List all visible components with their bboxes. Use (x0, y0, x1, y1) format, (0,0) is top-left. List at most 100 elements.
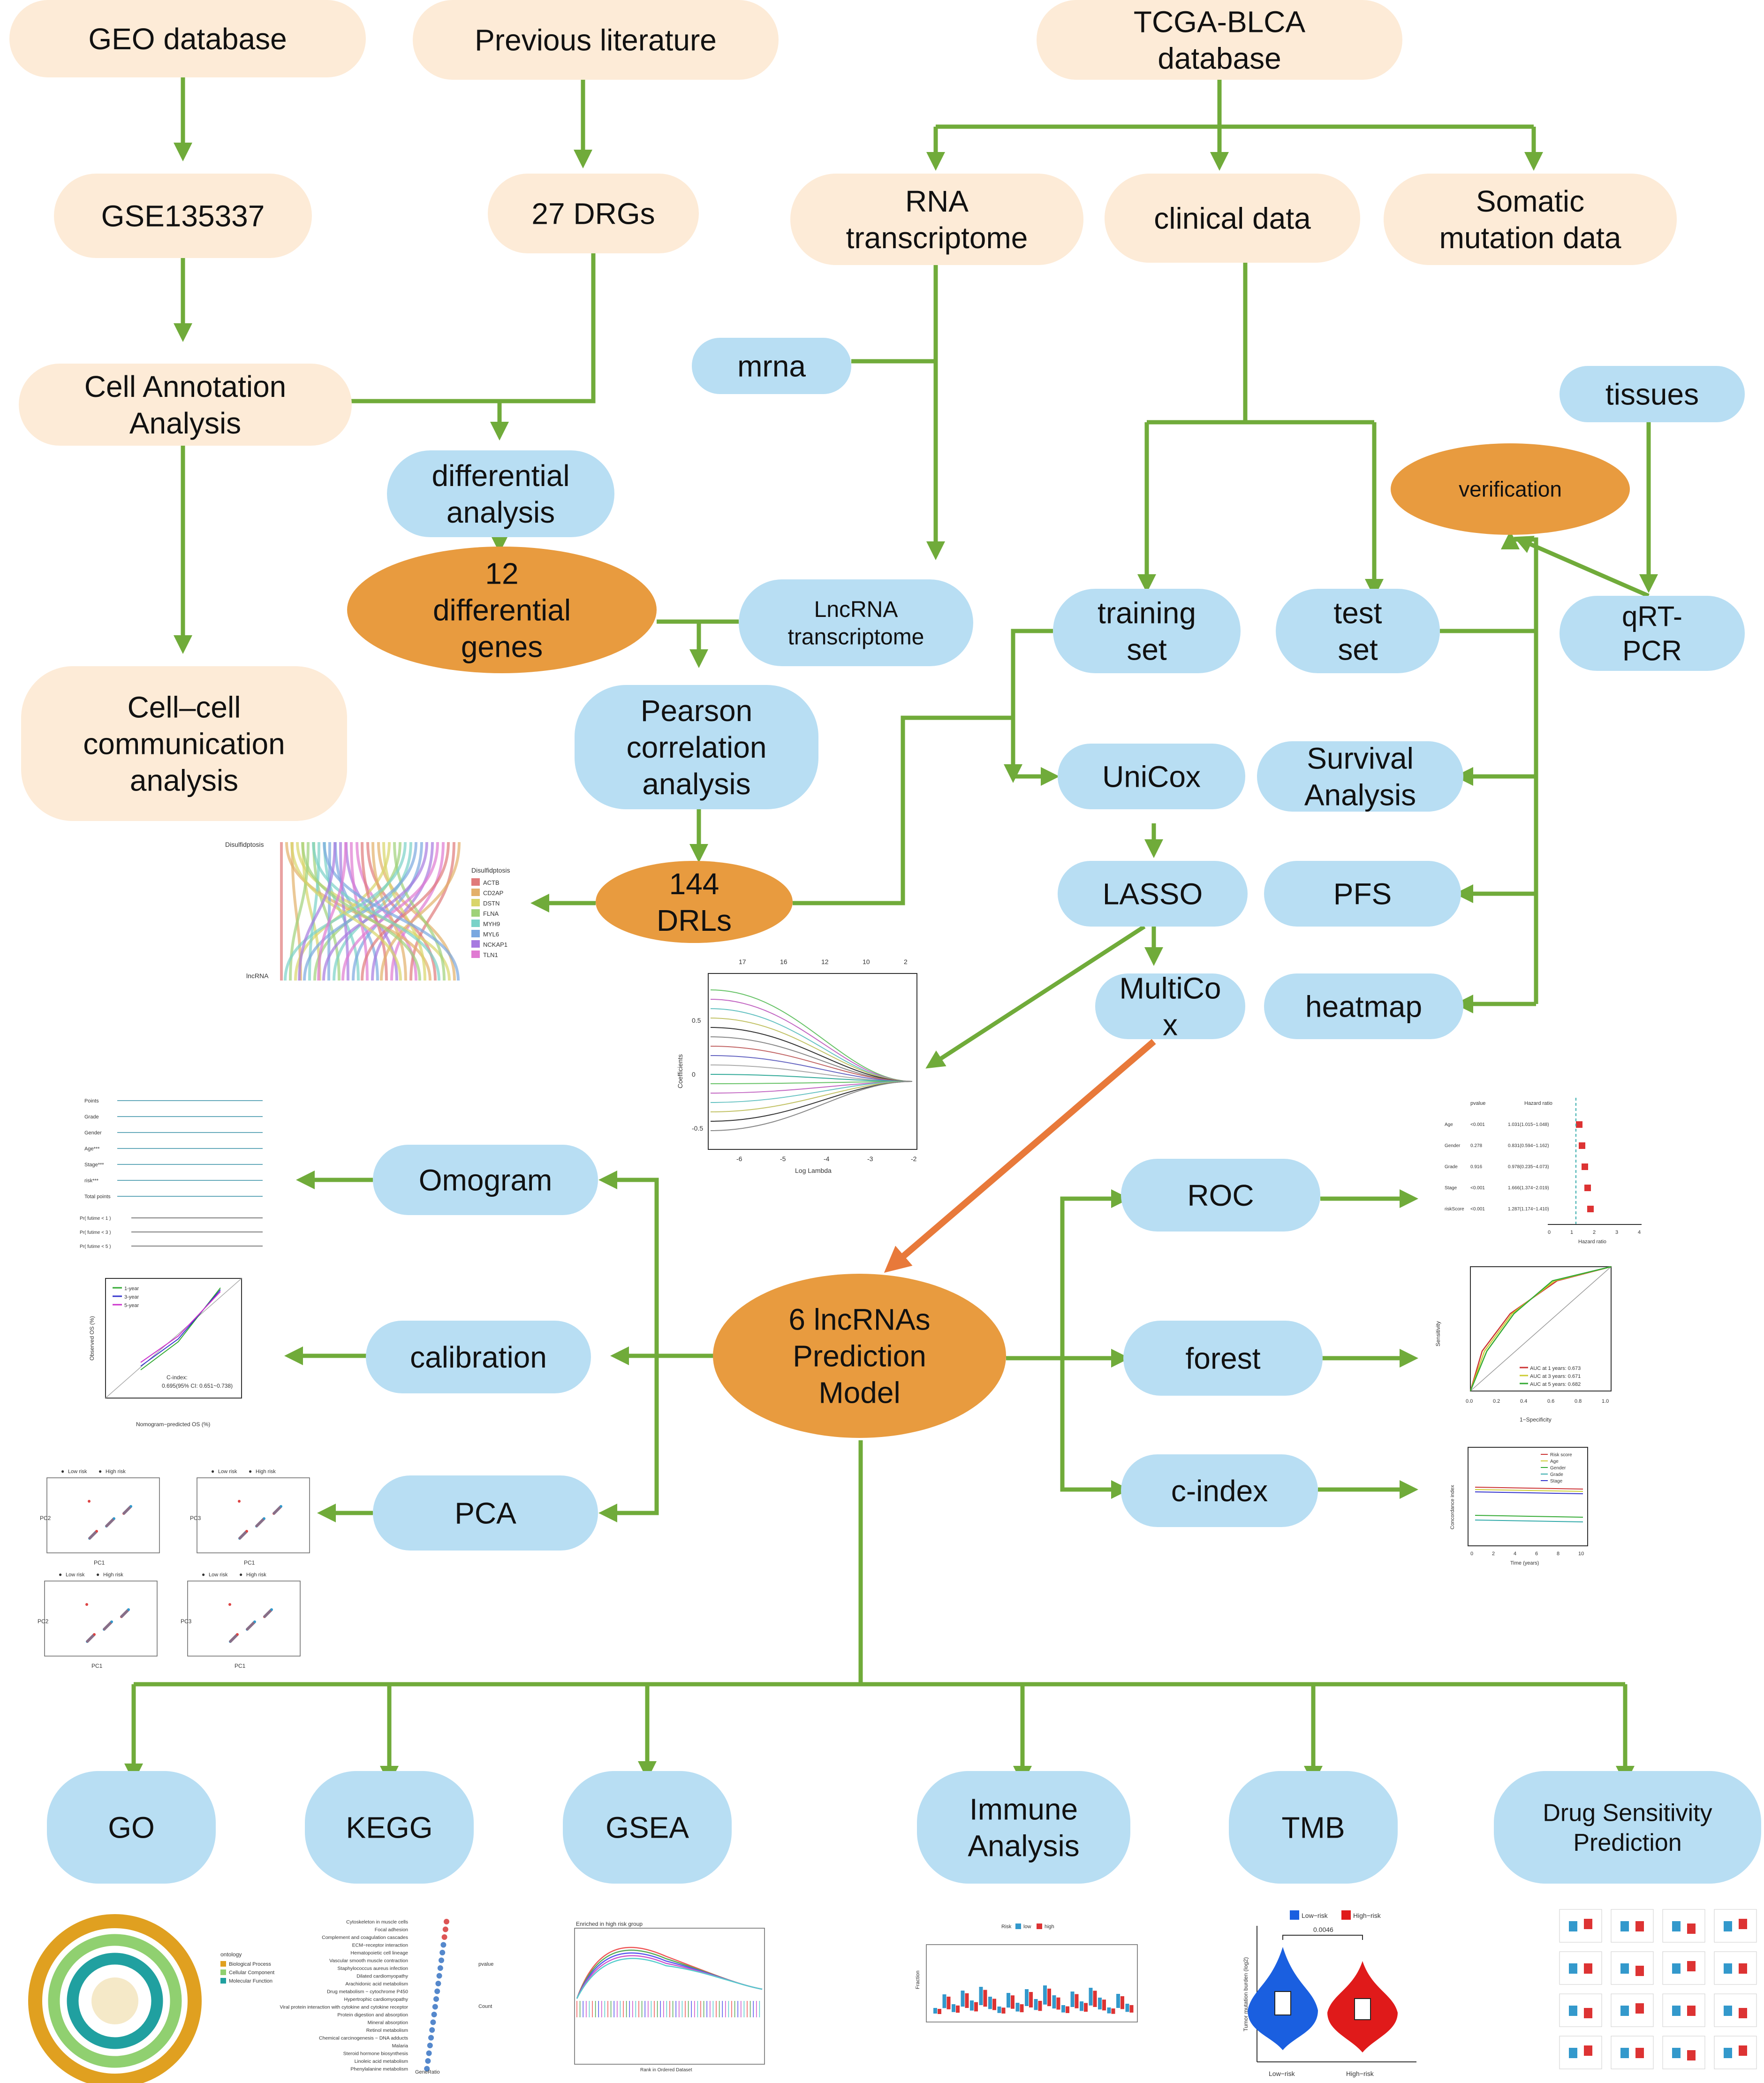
node-shape (596, 861, 793, 943)
node-shape (1095, 973, 1245, 1039)
kegg-dot (429, 2027, 435, 2033)
immune-ylabel: Fraction (915, 1970, 921, 1989)
go-legend-item: Cellular Component (229, 1970, 274, 1976)
go-inner-ring (67, 1953, 163, 2049)
drug-box-low (1672, 2048, 1681, 2058)
calibration-legend-item: 5-year (124, 1303, 139, 1308)
sankey-legend-swatch (471, 940, 480, 948)
node-label-line: Survival (1307, 741, 1414, 775)
drug-box-low (1672, 1963, 1681, 1974)
node-shape (563, 1771, 732, 1884)
lasso-bottom-tick: -2 (911, 1155, 917, 1163)
drug-panel (1611, 1951, 1654, 1985)
immune-box-high (1029, 1992, 1033, 2007)
immune-box-low (1125, 2004, 1129, 2012)
pca-legend-dot: ● (249, 1468, 252, 1475)
calibration-cindex-label: C-index: (167, 1374, 188, 1381)
sankey-flow (371, 842, 434, 981)
tmb-box-low (1274, 1991, 1291, 2015)
immune-box-low (1043, 1985, 1047, 2005)
figure-thumbnails: DisulfidptosislncRNADisulfidptosisACTBCD… (28, 841, 1757, 2083)
calibration-curve (140, 1289, 221, 1367)
node-label-line: clinical data (1154, 201, 1311, 235)
forest-row-p: 0.278 (1470, 1143, 1482, 1148)
drug-box-high (1687, 2006, 1696, 2016)
immune-box-high (946, 1996, 951, 2009)
roc-tick: 1.0 (1602, 1399, 1609, 1404)
cindex-line (1475, 1491, 1583, 1494)
drug-box-high (1739, 2008, 1747, 2018)
drug-box-low (1724, 2006, 1732, 2016)
node-shape (373, 1145, 598, 1215)
sankey-legend-item: FLNA (483, 910, 499, 917)
drug-box-low (1569, 1921, 1577, 1931)
node-pfs: PFS (1264, 861, 1461, 927)
immune-legend-title: Risk (1001, 1924, 1012, 1930)
pca-legend-high: High risk (246, 1572, 266, 1578)
kegg-term: Phenylalanine metabolism (350, 2067, 408, 2072)
tmb-legend-high: High−risk (1353, 1912, 1381, 1919)
lasso-frame (708, 973, 917, 1150)
sankey-bottom-label: lncRNA (246, 972, 269, 980)
immune-box-low (1080, 2001, 1083, 2011)
node-label-line: Analysis (1304, 778, 1416, 812)
cindex-tick: 8 (1557, 1551, 1560, 1557)
forest-header: Hazard ratio (1524, 1101, 1552, 1106)
calibration-legend-item: 1-year (124, 1286, 139, 1292)
node-label-line: PCA (454, 1496, 516, 1530)
sankey-flow (323, 842, 460, 981)
node-label-line: transcriptome (846, 221, 1028, 255)
cindex-legend-item: Grade (1550, 1472, 1563, 1477)
node-label-line: RNA (905, 184, 969, 218)
immune-box-low (1061, 2005, 1065, 2013)
pca-legend-dot: ● (202, 1571, 205, 1578)
pca-frame (187, 1581, 301, 1657)
kegg-term: Focal adhesion (375, 1927, 408, 1933)
drug-box-low (1724, 2048, 1732, 2058)
pca-point (238, 1500, 241, 1503)
immune-box-high (992, 1999, 996, 2010)
sankey-flow (290, 842, 402, 981)
immune-legend-swatch (1037, 1923, 1042, 1929)
node-shape (373, 1475, 598, 1551)
node-label-line: Pearson (641, 694, 752, 728)
nomogram-row-label: Grade (84, 1114, 99, 1120)
forest-row-hr: 0.831(0.594~1.162) (1508, 1143, 1549, 1148)
node-qrtpcr: qRT-PCR (1560, 596, 1745, 671)
node-label-line: Cell–cell (128, 690, 241, 724)
immune-box-low (1070, 1992, 1075, 2007)
node-shape (1229, 1771, 1398, 1884)
immune-box-low (933, 2008, 937, 2014)
forest-header: pvalue (1470, 1101, 1485, 1106)
immune-box-low (1098, 1998, 1102, 2010)
gsea-frame (574, 1928, 765, 2065)
sankey-legend-item: CD2AP (483, 889, 503, 897)
pca-xlabel: PC1 (91, 1663, 103, 1669)
pca-point (93, 1633, 96, 1636)
immune-legend-high: high (1045, 1924, 1054, 1930)
immune-frame (926, 1944, 1138, 2022)
cindex-tick: 0 (1470, 1551, 1473, 1557)
cindex-tick: 6 (1535, 1551, 1538, 1557)
immune-box-low (942, 1994, 946, 2008)
drug-panel (1714, 2036, 1757, 2069)
pca-point (110, 1620, 113, 1623)
cindex-line (1475, 1487, 1583, 1490)
cindex-line (1475, 1489, 1583, 1492)
node-label-line: LncRNA (814, 597, 898, 622)
node-label-line: heatmap (1305, 989, 1422, 1023)
lasso-y-tick: 0 (692, 1071, 696, 1078)
forest-tick: 3 (1615, 1230, 1618, 1235)
lasso-bottom-tick: -4 (824, 1155, 830, 1163)
kegg-term: Dilated cardiomyopathy (356, 1974, 408, 1979)
drug-box-low (1620, 2048, 1629, 2058)
